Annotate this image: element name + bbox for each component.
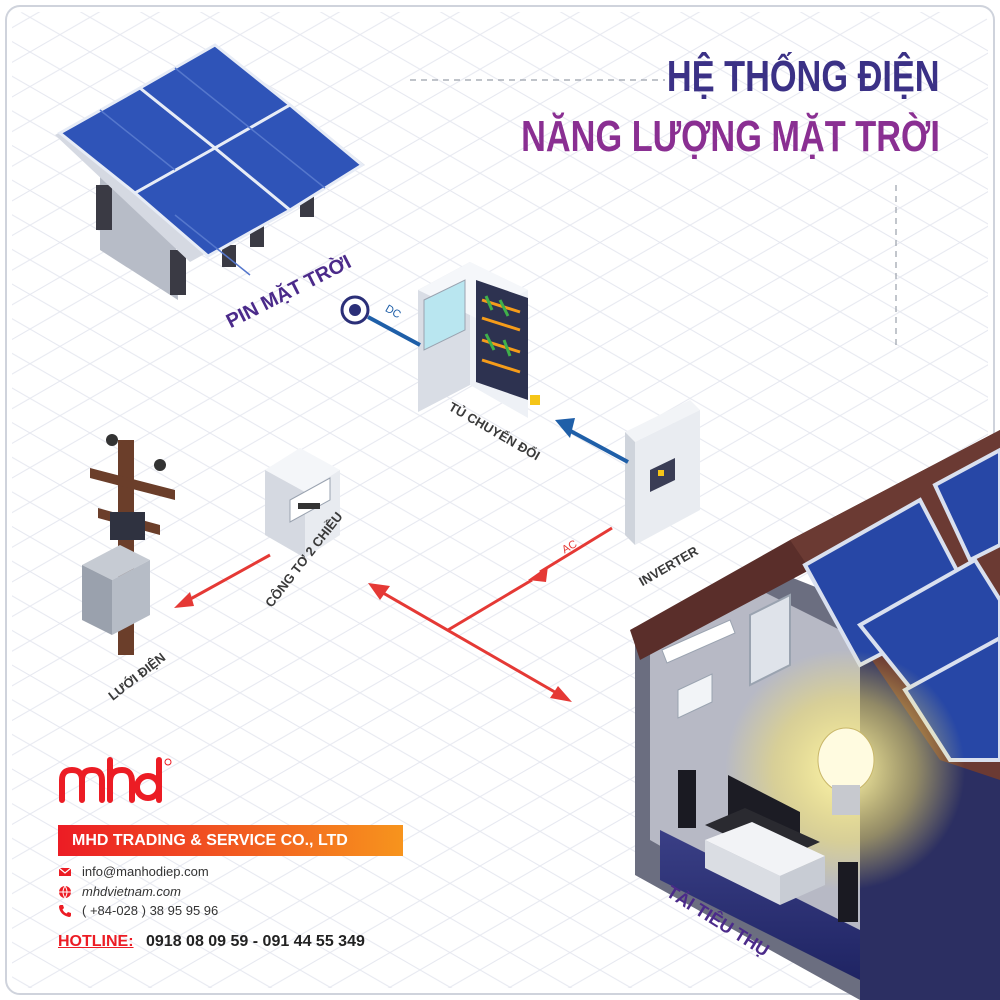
hotline-numbers[interactable]: 0918 08 09 59 - 091 44 55 349 xyxy=(146,933,365,950)
title-line-1: HỆ THỐNG ĐIỆN xyxy=(667,52,940,101)
company-name-bar: MHD TRADING & SERVICE CO., LTD xyxy=(58,825,403,856)
mhd-logo xyxy=(59,757,172,803)
hotline-label: HOTLINE: xyxy=(58,933,134,950)
dc-connection xyxy=(340,295,629,464)
grid-pole xyxy=(82,434,175,655)
email-icon xyxy=(58,867,72,876)
hotline: HOTLINE: 0918 08 09 59 - 091 44 55 349 xyxy=(58,933,365,951)
email-text: info@manhodiep.com xyxy=(82,864,209,879)
meter-device xyxy=(265,448,340,558)
title-line-2: NĂNG LƯỢNG MẶT TRỜI xyxy=(521,112,940,161)
converter-cabinet xyxy=(418,262,540,418)
house xyxy=(630,430,1000,1000)
phone-text: ( +84-028 ) 38 95 95 96 xyxy=(82,903,219,918)
solar-array xyxy=(55,43,365,300)
website-text: mhdvietnam.com xyxy=(82,884,181,899)
contact-email[interactable]: info@manhodiep.com xyxy=(58,864,209,879)
globe-icon xyxy=(59,885,71,899)
ac-connection xyxy=(174,526,613,702)
contact-website[interactable]: mhdvietnam.com xyxy=(58,884,181,899)
phone-icon xyxy=(59,904,71,917)
contact-phone[interactable]: ( +84-028 ) 38 95 95 96 xyxy=(58,903,218,918)
